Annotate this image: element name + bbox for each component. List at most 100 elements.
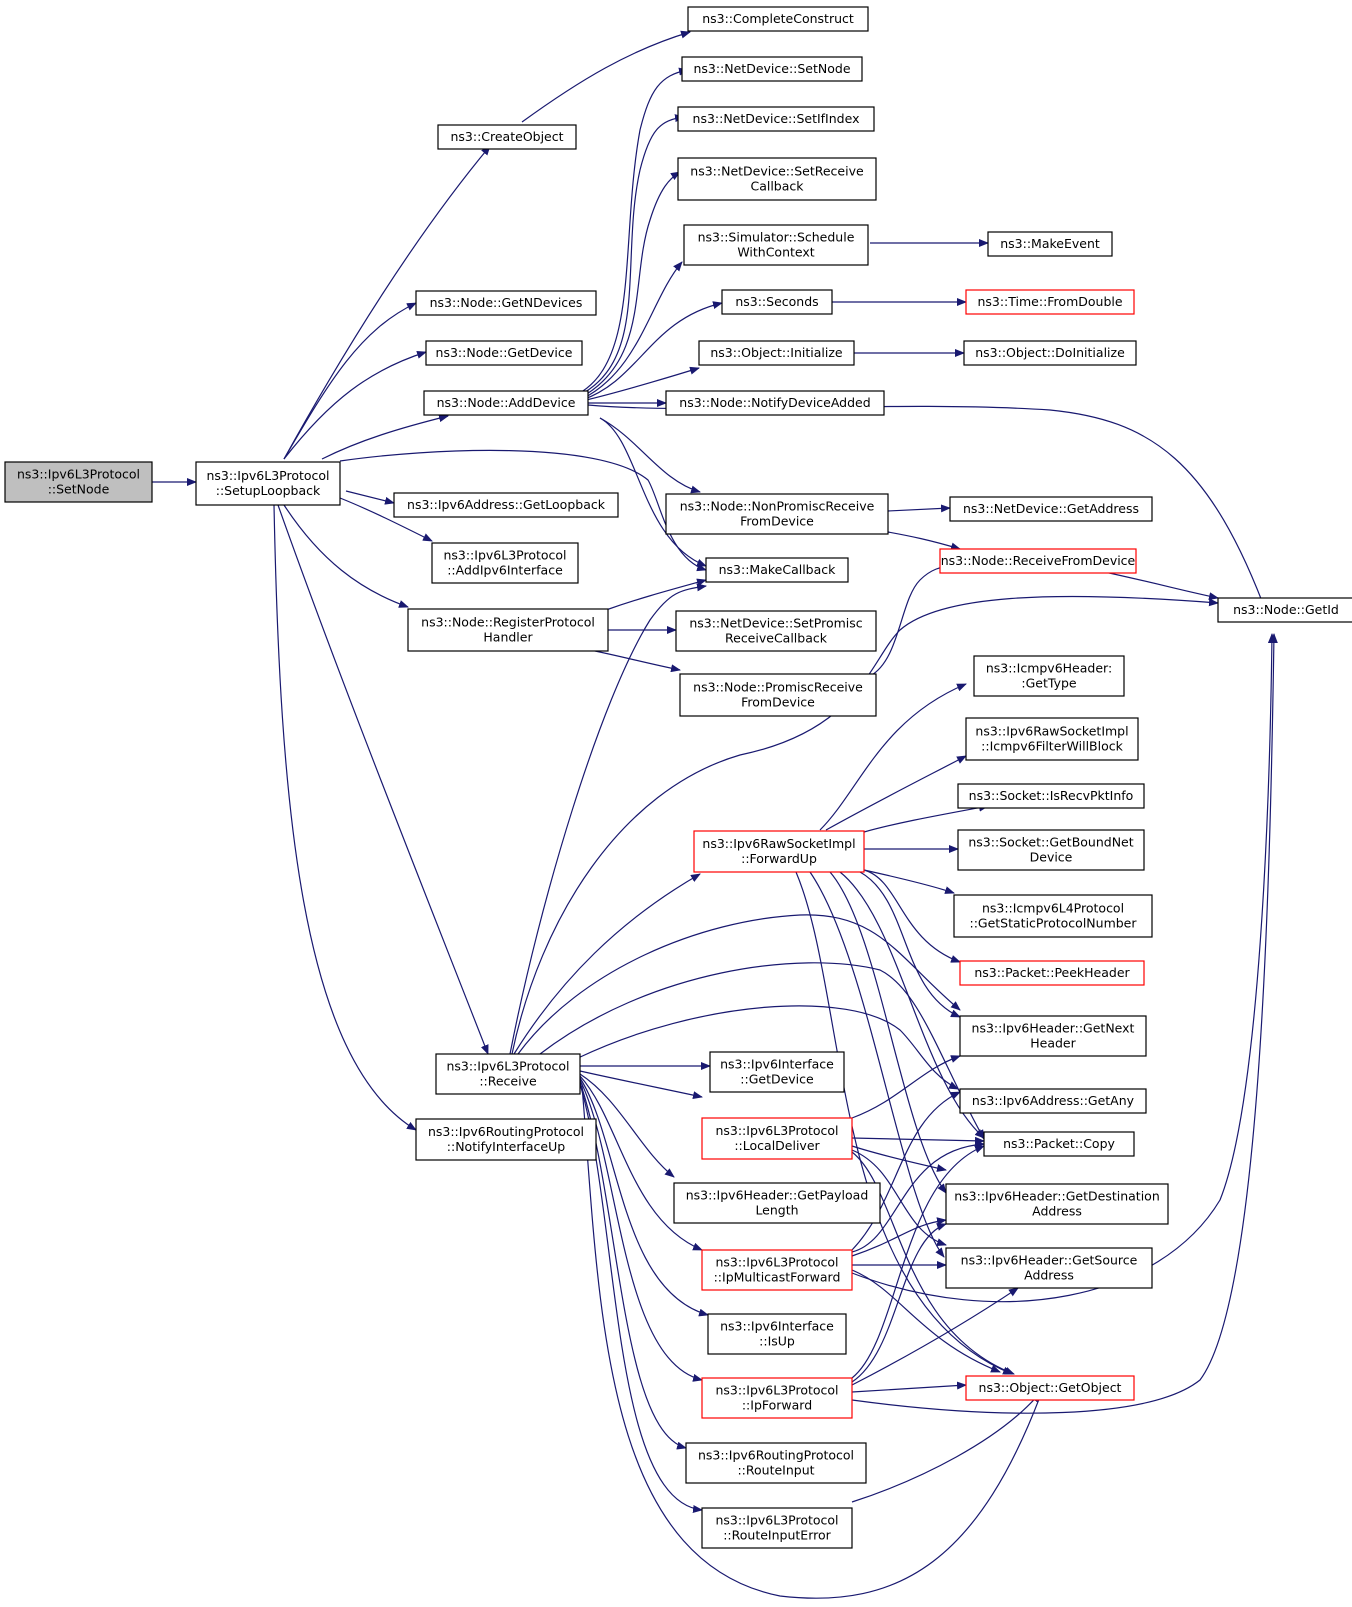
node-label: ns3::Ipv6Address::GetLoopback (407, 497, 606, 512)
node-icmp_gettype[interactable]: ns3::Icmpv6Header::GetType (973, 655, 1125, 697)
node-box (709, 1051, 845, 1093)
node-notifyifup[interactable]: ns3::Ipv6RoutingProtocol::NotifyInterfac… (415, 1118, 597, 1161)
edge (599, 417, 701, 494)
node-getdevice[interactable]: ns3::Node::GetDevice (425, 340, 583, 366)
node-nd_setifindex[interactable]: ns3::NetDevice::SetIfIndex (677, 106, 875, 132)
node-label: ns3::CompleteConstruct (702, 11, 854, 26)
node-obj_init[interactable]: ns3::Object::Initialize (698, 340, 855, 366)
node-label: ::Receive (479, 1074, 537, 1089)
node-localdeliver[interactable]: ns3::Ipv6L3Protocol::LocalDeliver (701, 1117, 853, 1160)
node-setnode[interactable]: ns3::Ipv6L3Protocol::SetNode (4, 461, 153, 503)
node-label: ns3::Packet::PeekHeader (974, 965, 1130, 980)
node-box (665, 390, 885, 416)
node-getobject[interactable]: ns3::Object::GetObject (965, 1375, 1135, 1401)
node-getstaticproto[interactable]: ns3::Icmpv6L4Protocol::GetStaticProtocol… (953, 894, 1153, 938)
node-box (957, 783, 1145, 809)
node-if_getdevice[interactable]: ns3::Ipv6Interface::GetDevice (709, 1051, 845, 1093)
node-nd_setnode[interactable]: ns3::NetDevice::SetNode (681, 56, 863, 82)
node-label: ns3::Seconds (735, 294, 818, 309)
node-completeconstruct[interactable]: ns3::CompleteConstruct (687, 6, 869, 32)
node-box (949, 496, 1153, 522)
node-label: ns3::Ipv6Interface (720, 1057, 834, 1072)
node-obj_doinit[interactable]: ns3::Object::DoInitialize (963, 340, 1137, 366)
node-fromdouble[interactable]: ns3::Time::FromDouble (965, 289, 1135, 315)
node-forwardup[interactable]: ns3::Ipv6RawSocketImpl::ForwardUp (693, 830, 865, 873)
node-notifydevadded[interactable]: ns3::Node::NotifyDeviceAdded (665, 390, 885, 416)
node-routeinputerr[interactable]: ns3::Ipv6L3Protocol::RouteInputError (701, 1507, 853, 1549)
edge (579, 1070, 703, 1100)
node-routeinput[interactable]: ns3::Ipv6RoutingProtocol::RouteInput (685, 1442, 867, 1484)
edge (851, 1136, 985, 1145)
node-recvfromdev[interactable]: ns3::Node::ReceiveFromDevice (939, 548, 1137, 574)
node-makecallback[interactable]: ns3::MakeCallback (705, 557, 849, 583)
node-packetcopy[interactable]: ns3::Packet::Copy (983, 1131, 1135, 1157)
node-label: ::AddIpv6Interface (447, 563, 563, 578)
node-addipv6if[interactable]: ns3::Ipv6L3Protocol::AddIpv6Interface (431, 542, 579, 584)
node-nd_getaddress[interactable]: ns3::NetDevice::GetAddress (949, 496, 1153, 522)
node-label: ::Icmpv6FilterWillBlock (981, 739, 1123, 754)
edge (819, 683, 967, 831)
edge (887, 531, 961, 551)
node-label: ns3::Ipv6Address::GetAny (972, 1093, 1135, 1108)
edge (277, 504, 489, 1055)
edge (345, 490, 395, 505)
node-label: ns3::Ipv6L3Protocol (446, 1059, 569, 1074)
edge (599, 417, 707, 567)
edge (825, 755, 967, 831)
node-if_isup[interactable]: ns3::Ipv6Interface::IsUp (707, 1313, 847, 1355)
node-box (953, 894, 1153, 938)
node-getany[interactable]: ns3::Ipv6Address::GetAny (959, 1088, 1147, 1114)
node-box (705, 557, 849, 583)
node-isrecvpktinfo[interactable]: ns3::Socket::IsRecvPktInfo (957, 783, 1145, 809)
node-box (673, 1182, 881, 1224)
node-receive[interactable]: ns3::Ipv6L3Protocol::Receive (435, 1053, 581, 1095)
edge (851, 1055, 961, 1119)
node-createobject[interactable]: ns3::CreateObject (437, 124, 577, 150)
edge (283, 504, 409, 608)
edge (863, 869, 961, 963)
node-label: ns3::NetDevice::GetAddress (963, 501, 1139, 516)
node-label: ns3::Node::GetNDevices (430, 295, 583, 310)
call-graph-nodes: ns3::Ipv6L3Protocol::SetNodens3::Ipv6L3P… (4, 6, 1352, 1549)
node-label: ns3::Ipv6RoutingProtocol (428, 1124, 584, 1139)
node-label: ns3::Node::AddDevice (437, 395, 576, 410)
node-label: ::SetNode (48, 482, 110, 497)
node-box (701, 1507, 853, 1549)
node-ipmulticast[interactable]: ns3::Ipv6L3Protocol::IpMulticastForward (701, 1249, 853, 1291)
node-box (393, 492, 619, 518)
edge (851, 633, 1276, 1303)
node-box (698, 340, 855, 366)
edge (509, 583, 707, 1055)
node-box (965, 289, 1135, 315)
node-filterblock[interactable]: ns3::Ipv6RawSocketImpl::Icmpv6FilterWill… (965, 717, 1139, 761)
node-box (683, 224, 869, 266)
node-label: ::IsUp (759, 1334, 795, 1349)
node-box (701, 1249, 853, 1291)
node-makeevent[interactable]: ns3::MakeEvent (987, 231, 1113, 257)
edge (339, 497, 433, 542)
node-label: ns3::Node::NotifyDeviceAdded (679, 395, 870, 410)
node-getloopback[interactable]: ns3::Ipv6Address::GetLoopback (393, 492, 619, 518)
node-box (415, 290, 597, 316)
node-setuploop[interactable]: ns3::Ipv6L3Protocol::SetupLoopback (195, 461, 341, 506)
node-label: ns3::Ipv6Interface (720, 1319, 834, 1334)
node-getid[interactable]: ns3::Node::GetId (1217, 597, 1352, 623)
node-adddevice[interactable]: ns3::Node::AddDevice (423, 390, 589, 416)
node-peekheader[interactable]: ns3::Packet::PeekHeader (959, 960, 1145, 986)
node-ipforward[interactable]: ns3::Ipv6L3Protocol::IpForward (701, 1377, 853, 1419)
edge (283, 145, 491, 460)
node-getndevices[interactable]: ns3::Node::GetNDevices (415, 290, 597, 316)
node-seconds[interactable]: ns3::Seconds (721, 289, 833, 315)
node-nd_setpromisc[interactable]: ns3::NetDevice::SetPromiscReceiveCallbac… (675, 610, 877, 652)
node-label: ns3::Node::GetId (1233, 602, 1339, 617)
